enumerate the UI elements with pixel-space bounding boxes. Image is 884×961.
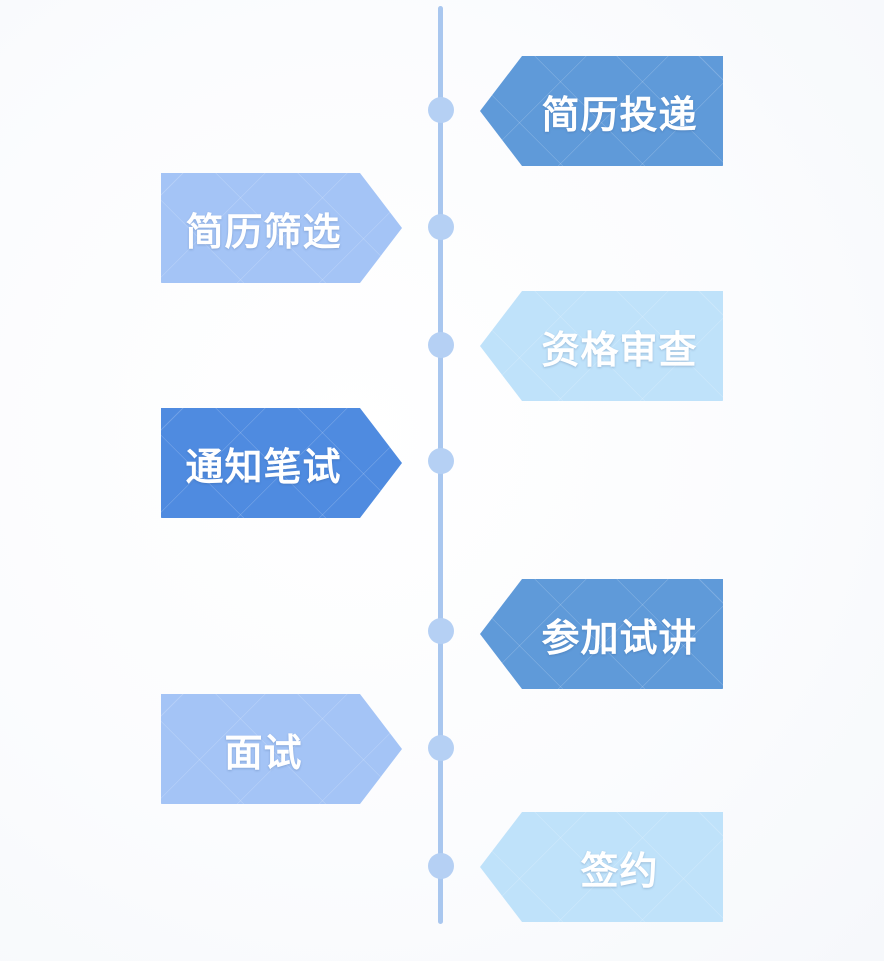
step-label-1: 简历投递 [541,92,698,137]
step-label-2: 简历筛选 [185,209,342,254]
step-label-5: 参加试讲 [541,615,698,660]
step-label-7: 签约 [580,848,659,893]
timeline-node-2 [428,214,454,240]
step-tag-2: 简历筛选 [161,173,402,283]
timeline-node-6 [428,735,454,761]
timeline-node-1 [428,97,454,123]
step-tag-7: 签约 [480,812,723,922]
step-tag-3: 资格审查 [480,291,723,401]
step-label-4: 通知笔试 [185,444,342,489]
timeline-node-5 [428,618,454,644]
step-tag-4: 通知笔试 [161,408,402,518]
step-tag-6: 面试 [161,694,402,804]
step-label-6: 面试 [224,730,303,775]
step-label-3: 资格审查 [541,327,698,372]
timeline-node-3 [428,332,454,358]
timeline-node-4 [428,448,454,474]
step-tag-1: 简历投递 [480,56,723,166]
step-tag-5: 参加试讲 [480,579,723,689]
timeline-node-7 [428,853,454,879]
